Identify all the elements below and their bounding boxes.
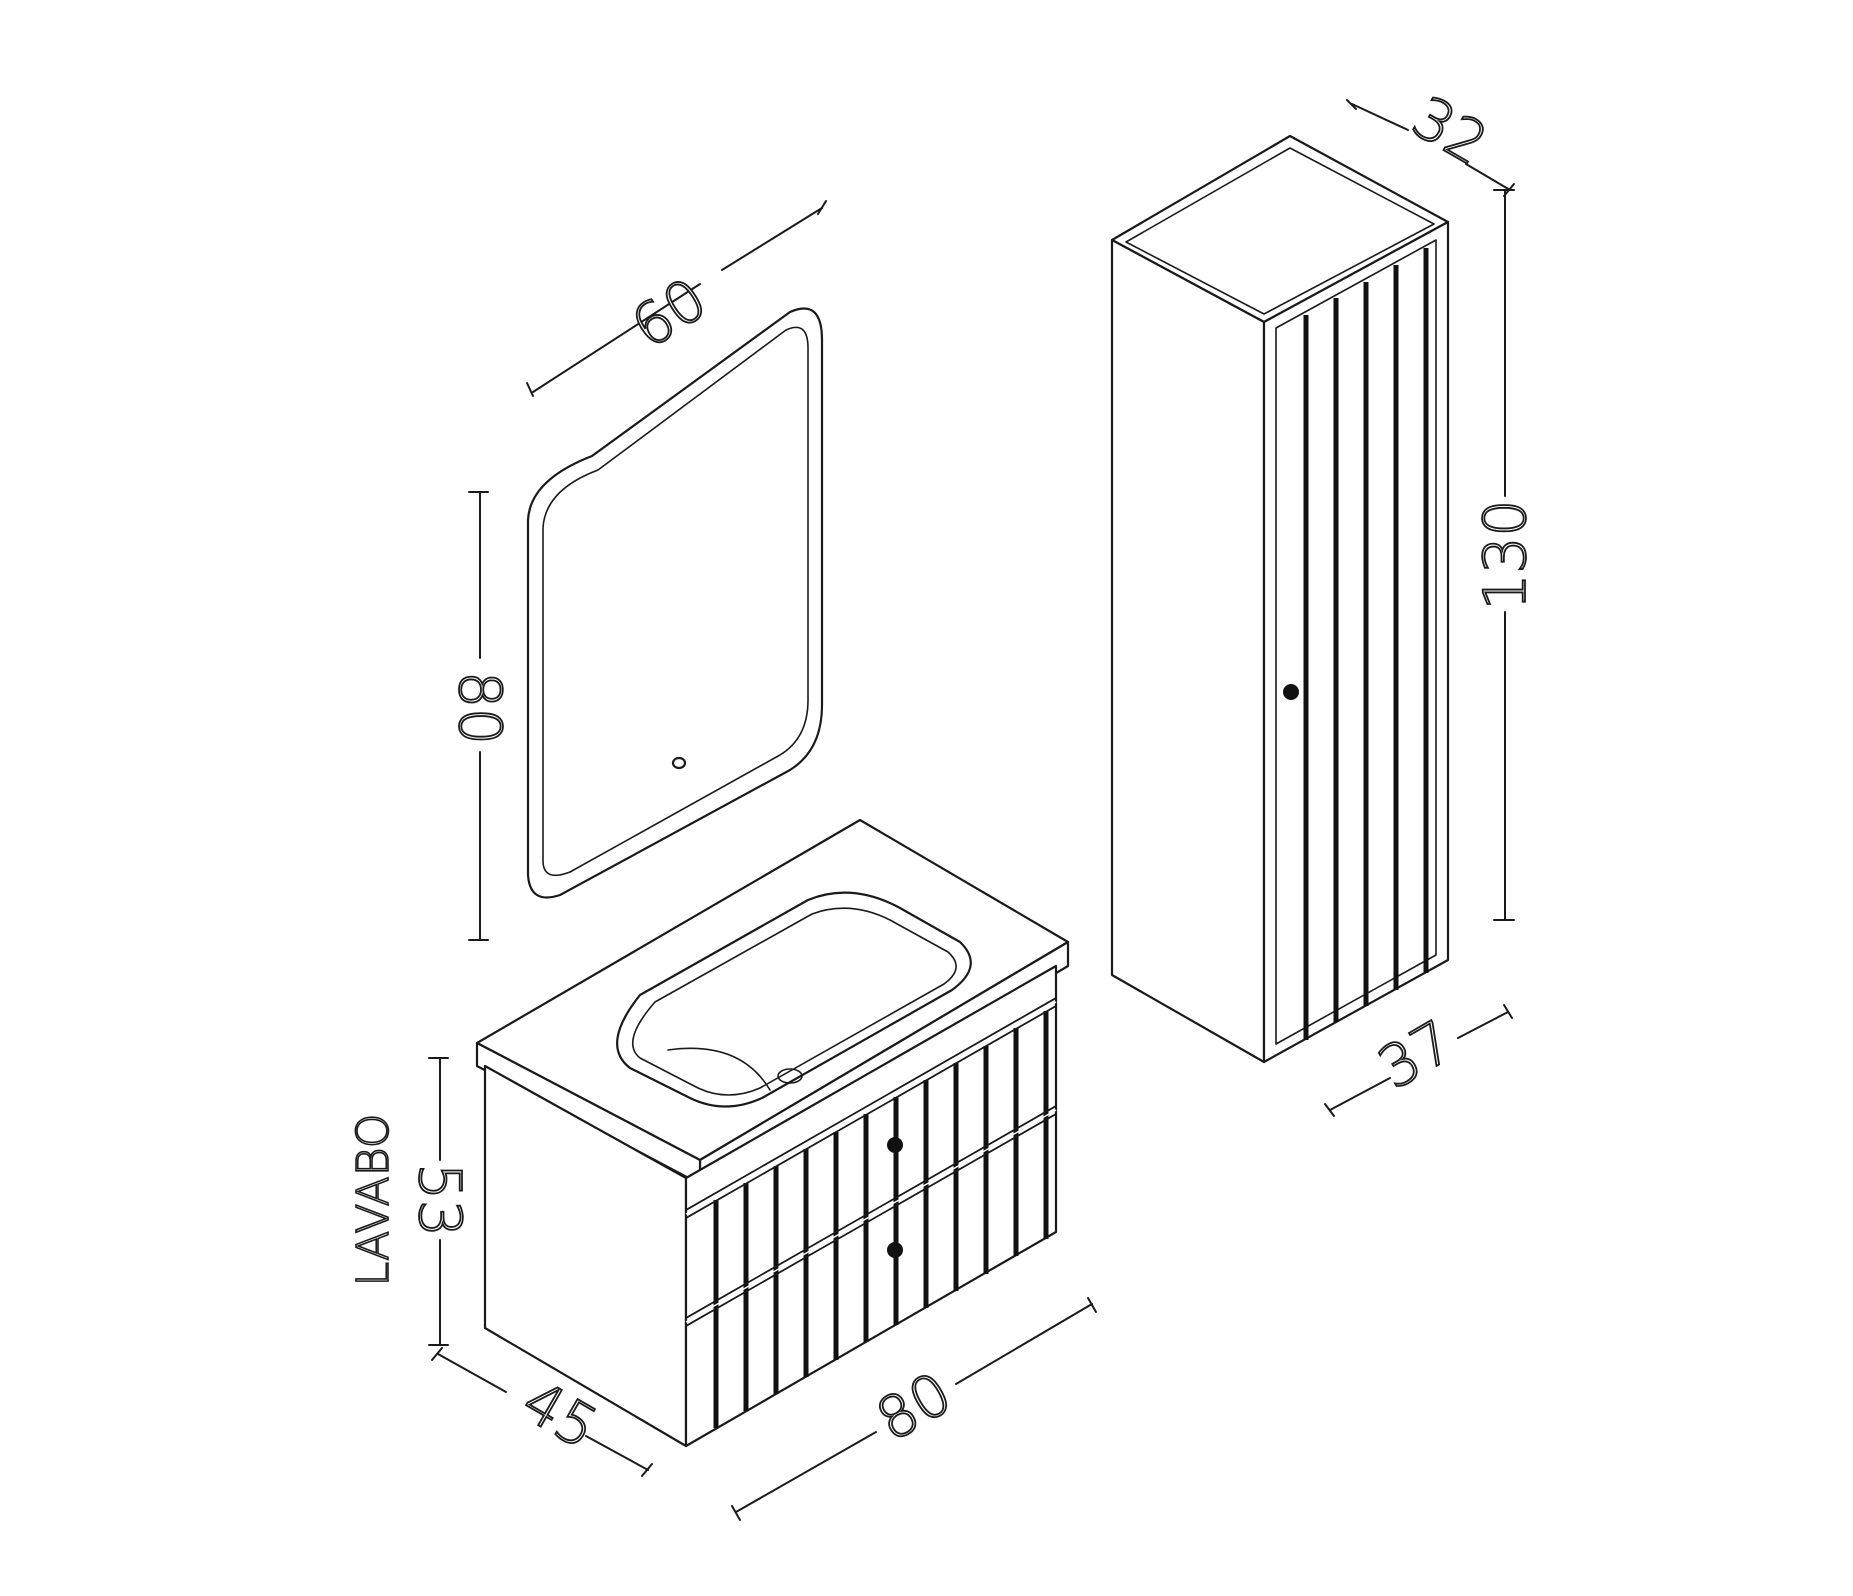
tall-cabinet-side (1110, 238, 1266, 1064)
vanity-label: LAVABO (348, 1114, 399, 1287)
vanity-basin-inner (631, 907, 957, 1096)
vanity-upper-knob-icon (887, 1137, 903, 1153)
mirror-height-value: 80 (446, 671, 514, 745)
vanity-unit (475, 818, 1070, 1448)
mirror-inner-frame (542, 326, 809, 877)
tall-cabinet-knob-icon (1283, 684, 1299, 700)
tall-cabinet-height-dimension: 130 (1470, 189, 1540, 921)
tall-cabinet-height-value: 130 (1471, 500, 1539, 611)
vanity-basin (616, 891, 972, 1108)
tall-cabinet (1110, 134, 1450, 1064)
tall-cabinet-depth-value: 32 (1401, 83, 1499, 179)
vanity-width-value: 80 (865, 1359, 963, 1455)
vanity-height-value: 53 (406, 1163, 474, 1237)
tall-cabinet-width-value: 37 (1367, 1007, 1465, 1103)
mirror-outer-frame (526, 307, 824, 899)
vanity-lower-knob-icon (887, 1242, 903, 1258)
tall-cabinet-slats (1303, 248, 1429, 1040)
tall-cabinet-front (1262, 220, 1450, 1064)
mirror-width-value: 60 (620, 265, 719, 362)
vanity-height-dimension: 53 LAVABO (347, 1057, 475, 1346)
vanity-drain-icon (777, 1068, 803, 1084)
mirror-height-dimension: 80 (445, 491, 515, 941)
tall-cabinet-depth-dimension: 32 (1346, 82, 1515, 197)
tall-cabinet-width-dimension: 37 (1324, 1004, 1513, 1117)
vanity-slats (685, 1001, 1057, 1428)
mirror-touch-sensor-icon (671, 756, 687, 770)
mirror (526, 307, 824, 899)
